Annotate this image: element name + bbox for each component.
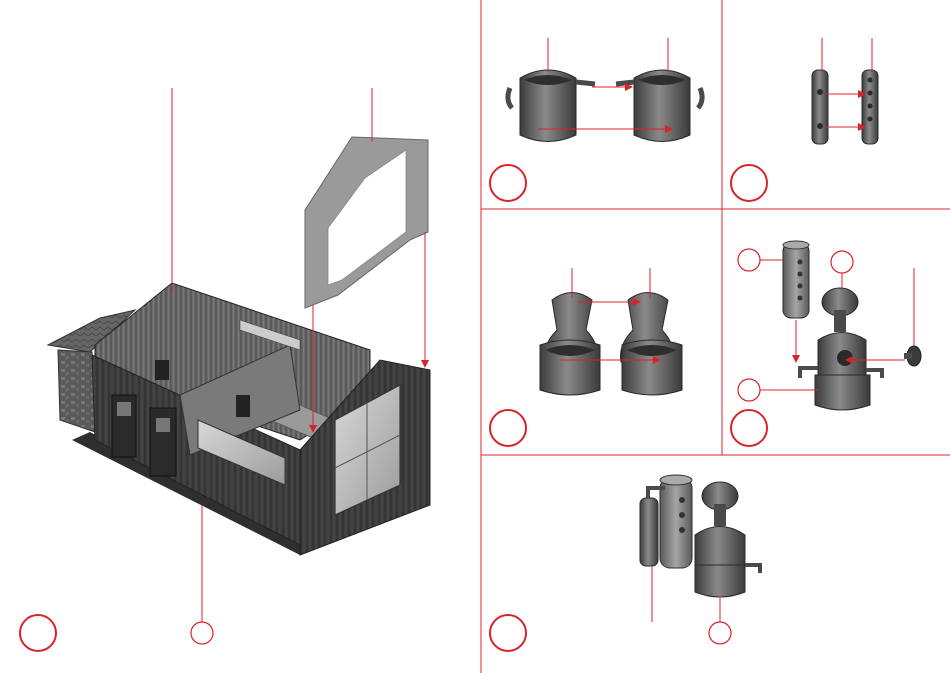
part-callout-circle-icon bbox=[709, 622, 731, 644]
assembled-chimney bbox=[640, 475, 692, 568]
cap-part bbox=[904, 346, 921, 366]
chimney-half-left bbox=[812, 70, 828, 144]
step-dome-halves-panel bbox=[490, 268, 682, 446]
step-circle-icon bbox=[490, 410, 526, 446]
step-cylinder-halves-panel bbox=[490, 38, 702, 201]
step-circle-icon bbox=[20, 615, 56, 651]
part-callout-circle-icon bbox=[831, 251, 853, 273]
part-callout-circle-icon bbox=[738, 249, 760, 271]
assembled-boiler bbox=[695, 482, 760, 597]
chimney-part bbox=[783, 241, 809, 318]
part-callout-circle-icon bbox=[191, 622, 213, 644]
cylinder-half-right bbox=[616, 70, 702, 142]
chimney-half-right bbox=[862, 70, 878, 144]
step-chimney-halves-panel bbox=[731, 38, 878, 201]
step-circle-icon bbox=[490, 615, 526, 651]
step-circle-icon bbox=[731, 410, 767, 446]
boiler-body bbox=[800, 288, 882, 410]
step-circle-icon bbox=[731, 165, 767, 201]
cylinder-half-left bbox=[508, 70, 595, 142]
step-circle-icon bbox=[490, 165, 526, 201]
dome-half-right bbox=[621, 293, 683, 396]
part-callout-circle-icon bbox=[738, 379, 760, 401]
step-boiler-assembly-panel bbox=[731, 241, 921, 446]
main-assembly-panel bbox=[20, 88, 430, 651]
dome-half-left bbox=[540, 293, 600, 396]
step-final-boiler-panel bbox=[490, 475, 760, 651]
